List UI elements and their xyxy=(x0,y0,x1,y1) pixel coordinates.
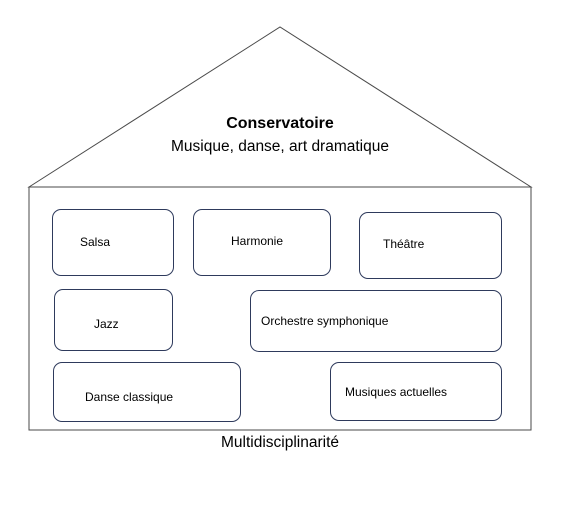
discipline-box-theatre: Théâtre xyxy=(359,212,502,279)
discipline-label-danse: Danse classique xyxy=(85,390,174,404)
roof-subtitle: Musique, danse, art dramatique xyxy=(171,138,389,155)
discipline-box-jazz: Jazz xyxy=(54,289,173,351)
discipline-box-danse: Danse classique xyxy=(53,362,241,422)
discipline-label-orchestre: Orchestre symphonique xyxy=(261,314,389,328)
discipline-box-musiques: Musiques actuelles xyxy=(330,362,502,421)
roof-triangle xyxy=(27,26,533,188)
discipline-label-musiques: Musiques actuelles xyxy=(345,385,448,399)
discipline-box-orchestre: Orchestre symphonique xyxy=(250,290,502,352)
discipline-label-salsa: Salsa xyxy=(80,235,111,249)
discipline-box-harmonie: Harmonie xyxy=(193,209,331,276)
discipline-label-theatre: Théâtre xyxy=(383,237,425,251)
discipline-box-salsa: Salsa xyxy=(52,209,174,276)
discipline-label-jazz: Jazz xyxy=(94,317,119,331)
caption: Multidisciplinarité xyxy=(220,434,339,451)
discipline-label-harmonie: Harmonie xyxy=(231,234,284,248)
roof-title: Conservatoire xyxy=(226,115,334,132)
